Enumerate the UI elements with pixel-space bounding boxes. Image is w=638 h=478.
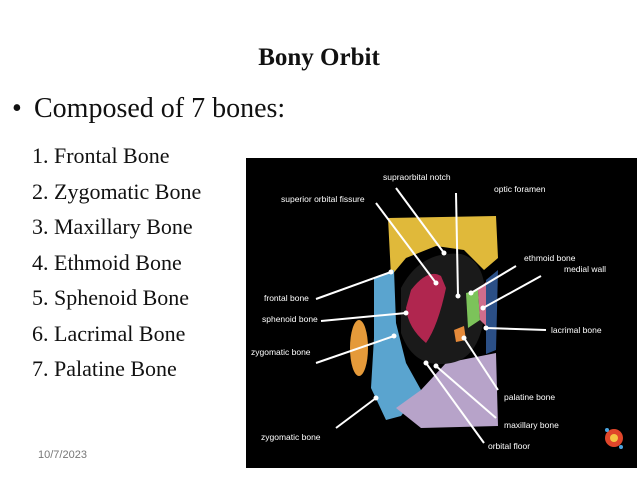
lacrimal-bone-shape — [478, 280, 488, 326]
label-lacrimal-bone: lacrimal bone — [551, 325, 602, 335]
slide-title: Bony Orbit — [258, 44, 380, 71]
label-supraorbital-notch: supraorbital notch — [383, 172, 451, 182]
bullet-dot: • — [12, 93, 22, 124]
label-optic-foramen: optic foramen — [494, 184, 546, 194]
label-frontal-bone: frontal bone — [264, 293, 309, 303]
list-item: 7. Palatine Bone — [32, 356, 177, 381]
label-palatine-bone: palatine bone — [504, 392, 555, 402]
zygomatic-bone-shape — [371, 270, 421, 420]
list-item: 4. Ethmoid Bone — [32, 249, 182, 275]
pointer-dots — [373, 250, 489, 401]
logo-icon — [605, 428, 623, 449]
nasal-shadow — [486, 270, 498, 354]
label-zygomatic-bone-lower: zygomatic bone — [261, 432, 321, 442]
sphenoid-bone-shape — [406, 273, 446, 343]
label-sphenoid-bone: sphenoid bone — [262, 314, 318, 324]
slide-date: 10/7/2023 — [38, 449, 87, 461]
ethmoid-bone-shape — [466, 290, 480, 328]
orbit-diagram: supraorbital notch optic foramen superio… — [251, 172, 623, 451]
label-zygomatic-bone-upper: zygomatic bone — [251, 347, 311, 357]
list-item: 5. Sphenoid Bone — [32, 285, 190, 310]
list-item: 6. Lacrimal Bone — [32, 320, 186, 346]
bone-list: 1. Frontal Bone 2. Zygomatic Bone 3. Max… — [32, 143, 201, 392]
list-item: 1. Frontal Bone — [32, 143, 170, 168]
pointer-lines — [315, 187, 547, 444]
label-orbital-floor: orbital floor — [488, 441, 530, 451]
orbit-illustration: supraorbital notch optic foramen superio… — [246, 158, 637, 468]
list-item: 3. Maxillary Bone — [32, 214, 193, 239]
label-maxillary-bone: maxillary bone — [504, 420, 559, 430]
list-item: 2. Zygomatic Bone — [32, 178, 202, 204]
label-medial-wall: medial wall — [564, 264, 606, 274]
label-ethmoid-bone: ethmoid bone — [524, 253, 576, 263]
label-superior-orbital-fissure: superior orbital fissure — [281, 194, 365, 204]
bullet-line: • Composed of 7 bones: — [12, 93, 285, 125]
frontal-bone-shape — [388, 216, 498, 276]
bullet-text: Composed of 7 bones: — [34, 93, 286, 124]
